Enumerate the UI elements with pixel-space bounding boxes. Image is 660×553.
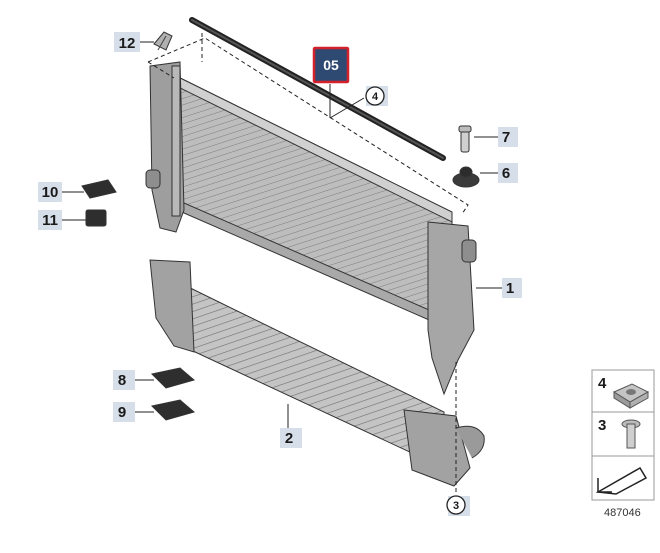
arrow-icon [595,466,648,495]
pin-part-7[interactable] [458,125,472,153]
callout-7-label: 7 [502,129,510,146]
callout-7[interactable]: 7 [498,127,518,147]
callout-9[interactable]: 9 [113,402,135,422]
legend-item-4-label: 4 [598,375,607,392]
callout-11-label: 11 [42,212,58,229]
bracket-part-10[interactable] [81,179,117,199]
callout-12-label: 12 [119,35,136,52]
callout-6-label: 6 [502,165,510,182]
holder-part-9[interactable] [150,399,196,421]
callout-3-label: 3 [453,500,459,512]
callout-8-label: 8 [118,372,126,389]
callout-2-label: 2 [285,430,293,447]
selected-part-badge-label: 05 [323,57,339,73]
selected-part-badge[interactable]: 05 [312,46,350,84]
callout-6[interactable]: 6 [498,163,518,183]
callout-11[interactable]: 11 [38,210,62,230]
callout-3[interactable]: 3 [446,495,470,516]
intercooler[interactable] [149,259,485,487]
mount-part-6[interactable] [452,166,480,188]
callout-10[interactable]: 10 [38,182,62,202]
legend-panel: 4 3 487046 [591,369,655,519]
rubber-seal-strip[interactable] [189,17,446,161]
legend-item-3-label: 3 [598,417,606,434]
callout-4-label: 4 [372,91,379,103]
callout-12[interactable]: 12 [114,32,140,52]
radiator[interactable] [145,61,477,396]
reference-number: 487046 [604,507,641,519]
screw-icon [621,419,641,449]
sensor-part-12[interactable] [153,31,173,51]
square-nut-icon [612,383,650,409]
callout-2[interactable]: 2 [280,428,302,448]
callout-9-label: 9 [118,404,126,421]
callout-1-label: 1 [506,280,514,297]
callout-10-label: 10 [42,184,59,201]
callout-4[interactable]: 4 [365,86,388,106]
callout-1[interactable]: 1 [502,278,522,298]
clip-part-11[interactable] [85,209,107,227]
leader-lines [62,41,502,428]
assembly-outline [147,33,469,492]
holder-part-8[interactable] [150,367,196,389]
callout-8[interactable]: 8 [113,370,135,390]
